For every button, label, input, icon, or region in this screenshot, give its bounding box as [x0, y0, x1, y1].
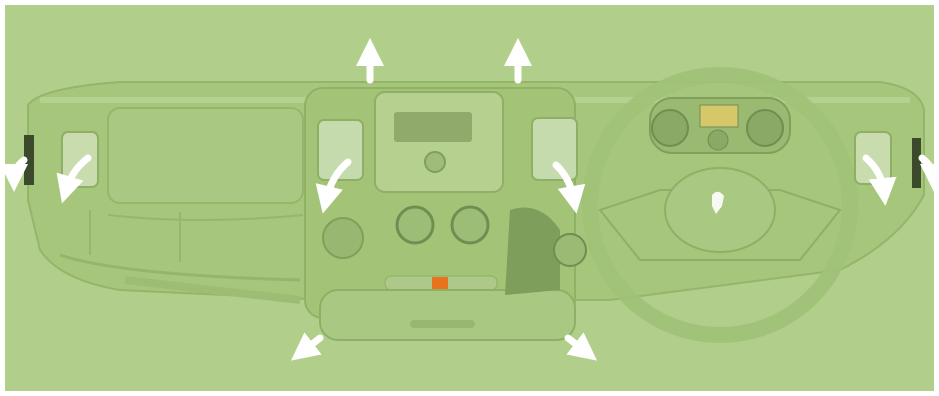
radio-display: [394, 112, 472, 142]
arrow-down-right-icon: [568, 338, 586, 352]
radio-knob: [425, 152, 445, 172]
climate-knob-right: [452, 207, 488, 243]
center-right-vent: [532, 118, 577, 180]
climate-knob-left: [397, 207, 433, 243]
hazard-button: [432, 277, 448, 289]
arrow-left-edge-icon: [14, 160, 24, 178]
arrow-down-left-icon: [302, 338, 320, 352]
